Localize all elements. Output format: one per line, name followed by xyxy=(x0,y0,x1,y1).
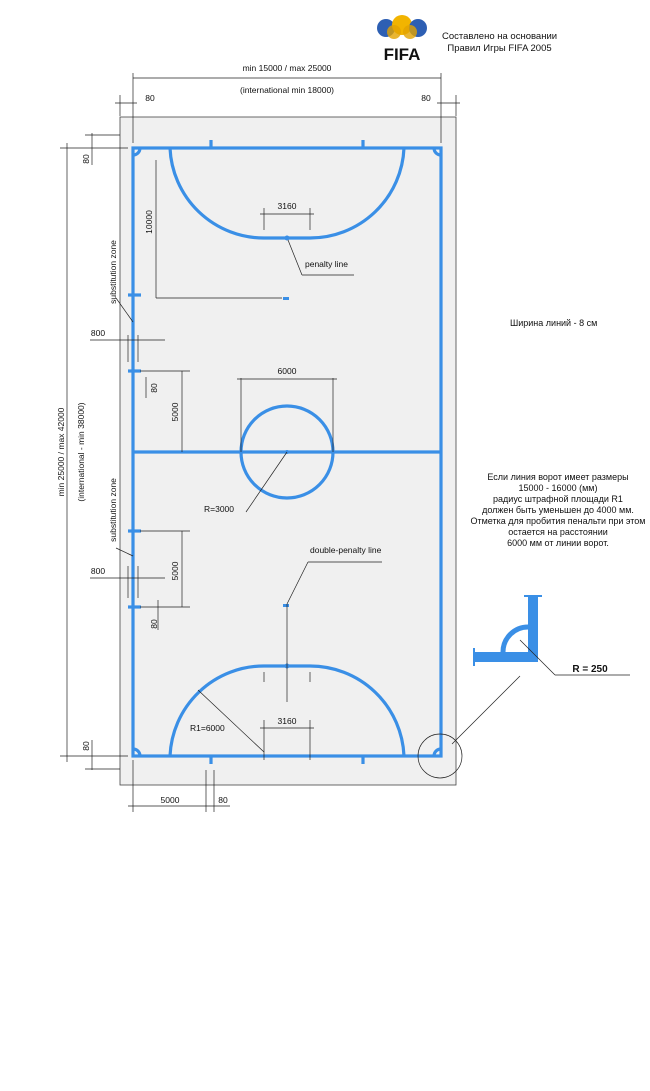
sub-zone-top-dims xyxy=(90,297,190,452)
note-line: остается на расстоянии xyxy=(508,527,608,537)
note-line: 15000 - 16000 (мм) xyxy=(518,483,598,493)
dim-width-top xyxy=(115,73,460,143)
dim-bottom-80-label: 80 xyxy=(218,795,228,805)
sub-offset-bottom-label: 5000 xyxy=(170,561,180,580)
dim-width-top-label: min 15000 / max 25000 xyxy=(243,63,332,73)
dim-margin-left-label: 80 xyxy=(145,93,155,103)
dim-width-international-label: (international min 18000) xyxy=(240,85,334,95)
sub-zone-bottom-label: substitution zone xyxy=(108,478,118,542)
header-caption-line2: Правил Игры FIFA 2005 xyxy=(447,43,552,54)
sub-zone-top-label: substitution zone xyxy=(108,240,118,304)
dim-penalty-depth-label: 10000 xyxy=(144,210,154,234)
corner-arc-bottom-left xyxy=(132,747,142,757)
sub-mark-top-label: 80 xyxy=(149,383,159,393)
dim-penalty-depth xyxy=(155,160,282,299)
center-radius-leader xyxy=(245,451,288,513)
fifa-globe-icon: FIFA xyxy=(377,15,427,64)
header-caption-line1: Составлено на основании xyxy=(442,31,558,42)
fifa-logo-text: FIFA xyxy=(384,45,421,64)
dim-penalty-line-bottom-label: 3160 xyxy=(278,716,297,726)
dim-bottom xyxy=(128,760,230,812)
sub-zone-bottom-dims xyxy=(90,530,190,630)
corner-arc-top-right xyxy=(432,147,442,157)
dim-bottom-5000-label: 5000 xyxy=(161,795,180,805)
corner-arc-bottom-right xyxy=(432,747,442,757)
penalty-mark-top xyxy=(284,235,290,241)
double-penalty-mark-bottom xyxy=(283,604,289,607)
note-line: Если линия ворот имеет размеры xyxy=(487,472,629,482)
corner-detail-enlarged xyxy=(473,595,630,676)
double-penalty-leader xyxy=(286,561,382,702)
sub-offset-top-label: 5000 xyxy=(170,402,180,421)
dim-length-international-label: (international - min 38000) xyxy=(76,402,86,501)
note-line: Отметка для пробития пенальти при этом xyxy=(470,516,646,526)
dim-penalty-line-top xyxy=(260,208,314,230)
note-line: должен быть уменьшен до 4000 мм. xyxy=(482,505,634,515)
dim-margin-right-label: 80 xyxy=(421,93,431,103)
header-caption: Составлено на основании Правил Игры FIFA… xyxy=(442,31,557,55)
dim-center-diameter xyxy=(237,378,337,452)
sub-width-bottom-label: 800 xyxy=(91,566,105,576)
penalty-line-leader xyxy=(287,239,354,276)
dim-length-label: min 25000 / max 42000 xyxy=(56,407,66,496)
corner-radius-label: R = 250 xyxy=(572,664,608,675)
dim-penalty-line-bottom xyxy=(197,672,314,760)
line-width-note: Ширина линий - 8 см xyxy=(510,318,598,328)
double-penalty-mark-top xyxy=(283,297,289,300)
double-penalty-label: double-penalty line xyxy=(310,545,382,555)
fifa-logo: FIFA xyxy=(376,14,428,64)
radius-note: Если линия ворот имеет размеры 15000 - 1… xyxy=(465,472,650,549)
corner-arc-top-left xyxy=(132,147,142,157)
dim-length xyxy=(60,133,128,770)
dim-penalty-line-top-label: 3160 xyxy=(278,201,297,211)
note-line: радиус штрафной площади R1 xyxy=(493,494,623,504)
penalty-line-label: penalty line xyxy=(305,259,348,269)
corner-detail-leader xyxy=(451,675,521,745)
center-radius-label: R=3000 xyxy=(204,504,234,514)
penalty-radius-label: R1=6000 xyxy=(190,723,225,733)
dim-corner-bottom-label: 80 xyxy=(81,741,91,751)
sub-width-top-label: 800 xyxy=(91,328,105,338)
corner-detail-circle xyxy=(417,733,463,779)
note-line: 6000 мм от линии ворот. xyxy=(507,538,609,548)
dim-corner-top-label: 80 xyxy=(81,154,91,164)
sub-mark-bottom-label: 80 xyxy=(149,619,159,629)
dim-center-diameter-label: 6000 xyxy=(278,366,297,376)
